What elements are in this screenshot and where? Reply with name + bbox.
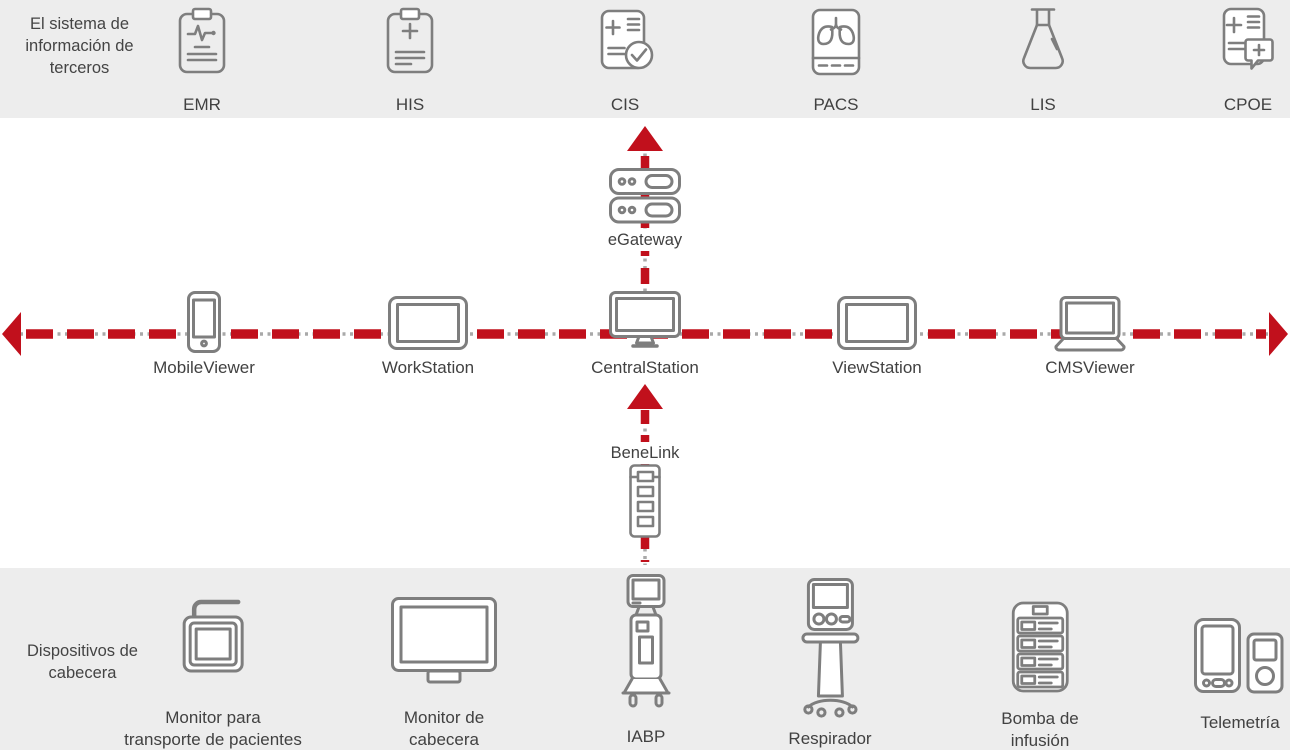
- system-node-pacs: PACS: [804, 6, 868, 116]
- system-node-cis: CIS: [592, 6, 658, 116]
- system-label: EMR: [183, 95, 221, 114]
- benelink-label: BeneLink: [605, 442, 685, 464]
- his-clipboard-plus-icon: [386, 7, 434, 74]
- device-label: Bomba de infusión: [1001, 709, 1079, 750]
- system-node-emr: EMR: [170, 6, 234, 116]
- module-rack-icon: [629, 464, 661, 538]
- station-label: CMSViewer: [1045, 358, 1135, 377]
- station-node-cmsviewer: [1048, 296, 1132, 354]
- device-label: Respirador: [788, 729, 872, 748]
- laptop-icon: [1054, 296, 1126, 352]
- system-label: LIS: [1030, 95, 1056, 114]
- benelink-node: [629, 464, 661, 538]
- lis-flask-icon: [1022, 8, 1064, 70]
- system-label: CIS: [610, 95, 640, 114]
- station-label: WorkStation: [381, 358, 475, 377]
- benelink-arrow-icon: [627, 384, 663, 409]
- gateway-node: [609, 168, 681, 226]
- station-label: MobileViewer: [153, 358, 255, 377]
- device-label: Monitor para transporte de pacientes: [124, 708, 302, 749]
- device-label: IABP: [626, 727, 666, 746]
- transport-monitor-icon: [182, 599, 244, 673]
- system-label: CPOE: [1223, 95, 1273, 114]
- station-node-workstation: [388, 296, 468, 350]
- device-node-telemetry: Telemetría: [1194, 618, 1286, 734]
- device-label: Monitor de cabecera: [403, 708, 485, 749]
- server-stack-icon: [609, 168, 681, 224]
- bus-right-arrow-icon: [1269, 312, 1288, 356]
- system-node-his: HIS: [378, 6, 442, 116]
- device-node-infusion-pump: Bomba de infusión: [1001, 596, 1079, 750]
- bedside-monitor-icon: [391, 597, 497, 684]
- tablet-icon: [388, 296, 468, 350]
- desktop-monitor-icon: [609, 291, 681, 348]
- iabp-cart-icon: [621, 574, 671, 708]
- station-label: ViewStation: [832, 358, 922, 377]
- cpoe-order-note-icon: [1222, 7, 1274, 70]
- device-label: Telemetría: [1200, 713, 1280, 732]
- uplink-arrow-icon: [627, 126, 663, 151]
- gateway-uplink-line: [627, 126, 663, 302]
- system-label: HIS: [395, 95, 425, 114]
- system-node-lis: LIS: [1011, 6, 1075, 116]
- station-node-mobileviewer: [187, 291, 221, 353]
- device-node-ventilator: Respirador: [788, 578, 872, 750]
- telemetry-devices-icon: [1194, 618, 1284, 694]
- device-node-bedside-monitor: Monitor de cabecera: [391, 597, 497, 750]
- system-node-cpoe: CPOE: [1216, 6, 1280, 116]
- station-label: CentralStation: [591, 358, 699, 377]
- device-node-iabp: IABP: [618, 574, 674, 748]
- station-node-viewstation: [837, 296, 917, 350]
- system-label: PACS: [813, 95, 859, 114]
- bedside-title: Dispositivos de cabecera: [27, 642, 138, 682]
- infusion-pump-stack-icon: [1011, 601, 1069, 693]
- pacs-lungs-scan-icon: [811, 8, 861, 76]
- station-node-centralstation: [609, 291, 681, 349]
- bus-left-arrow-icon: [2, 312, 21, 356]
- cis-document-check-icon: [600, 9, 654, 70]
- ventilator-icon: [801, 578, 859, 718]
- emr-clipboard-ecg-icon: [178, 7, 226, 74]
- device-node-transport-monitor: Monitor para transporte de pacientes: [124, 595, 302, 750]
- gateway-label: eGateway: [602, 229, 688, 251]
- third-party-title: El sistema de información de terceros: [25, 15, 134, 77]
- smartphone-icon: [187, 291, 221, 353]
- tablet-icon: [837, 296, 917, 350]
